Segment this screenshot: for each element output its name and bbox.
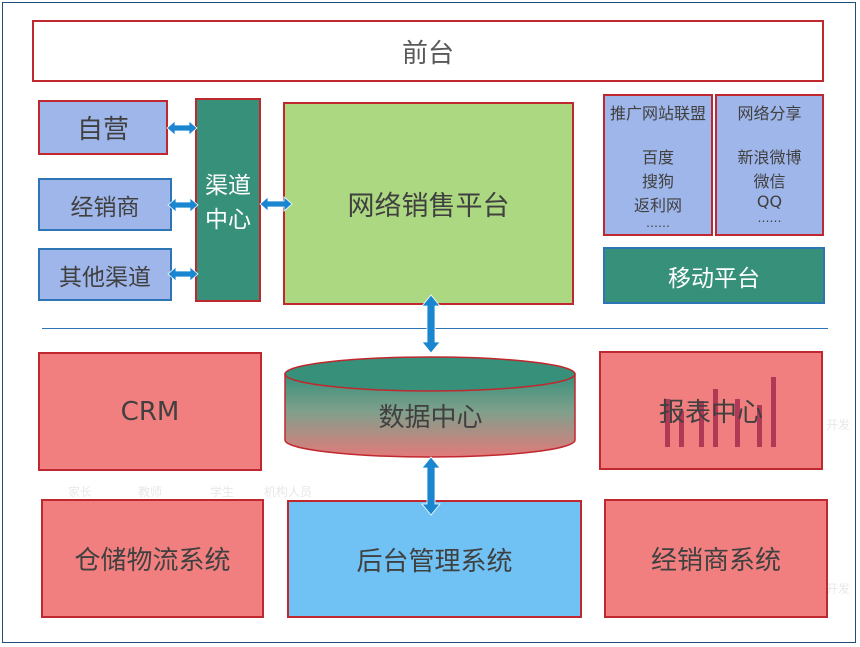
dealer-system-label: 经销商系统: [650, 546, 781, 576]
double-arrow-icon: [167, 197, 199, 213]
side-text: 开发: [826, 418, 851, 432]
report-center-label: 报表中心: [658, 398, 763, 428]
mobile-platform-label: 移动平台: [668, 265, 760, 292]
channel-other-label: 其他渠道: [59, 264, 151, 291]
double-arrow-icon: [421, 294, 441, 354]
double-arrow-icon: [166, 120, 198, 136]
promo-union-box: 推广网站联盟 百度 搜狗 返利网 ……: [603, 94, 713, 236]
data-center-label-wrap: 数据中心: [283, 385, 578, 445]
bar-chart-icon: [665, 377, 776, 447]
channel-center-line1: 渠道: [205, 173, 251, 199]
channel-self-operated-label: 自营: [76, 115, 129, 145]
promo-union-title: 推广网站联盟: [609, 104, 706, 123]
channel-dealer: 经销商: [38, 178, 172, 231]
double-arrow-icon: [421, 456, 441, 516]
network-share-item: 微信: [753, 172, 786, 191]
promo-union-item: 百度: [641, 148, 674, 167]
dealer-system-box: 经销商系统: [604, 499, 828, 618]
crm-label: CRM: [120, 396, 180, 427]
network-share-item: QQ: [756, 192, 783, 211]
channel-center: 渠道 中心: [195, 98, 261, 302]
backend-box: 后台管理系统: [287, 500, 582, 618]
data-center-cylinder: [284, 356, 576, 458]
channel-dealer-label: 经销商: [70, 194, 140, 221]
sales-platform-label: 网络销售平台: [347, 191, 510, 222]
warehouse-box: 仓储物流系统: [41, 499, 264, 618]
promo-union-item: 搜狗: [641, 172, 674, 191]
report-center-box: 报表中心: [599, 351, 823, 470]
channel-other: 其他渠道: [38, 248, 172, 301]
promo-union-item: ……: [645, 216, 670, 230]
crm-box: CRM: [38, 352, 262, 471]
data-center-label: 数据中心: [378, 402, 483, 433]
role-label: 机构人员: [264, 485, 313, 499]
role-label: 家长: [68, 485, 93, 499]
role-label: 学生: [210, 485, 235, 499]
network-share-title: 网络分享: [737, 104, 802, 123]
front-bar: 前台: [32, 20, 824, 82]
sales-platform: 网络销售平台: [283, 102, 574, 305]
channel-center-line2: 中心: [205, 207, 251, 233]
double-arrow-icon: [259, 196, 293, 212]
backend-label: 后台管理系统: [356, 546, 513, 577]
double-arrow-icon: [167, 266, 199, 282]
mobile-platform: 移动平台: [603, 247, 825, 304]
front-label: 前台: [401, 38, 454, 69]
promo-union-item: 返利网: [633, 196, 682, 215]
role-label: 教师: [138, 485, 163, 499]
channel-self-operated: 自营: [38, 100, 168, 155]
warehouse-label: 仓储物流系统: [74, 546, 231, 576]
network-share-item: 新浪微博: [737, 148, 802, 167]
side-text: 开发: [826, 582, 851, 596]
network-share-item: ……: [757, 211, 782, 225]
network-share-box: 网络分享 新浪微博 微信 QQ ……: [715, 94, 824, 236]
